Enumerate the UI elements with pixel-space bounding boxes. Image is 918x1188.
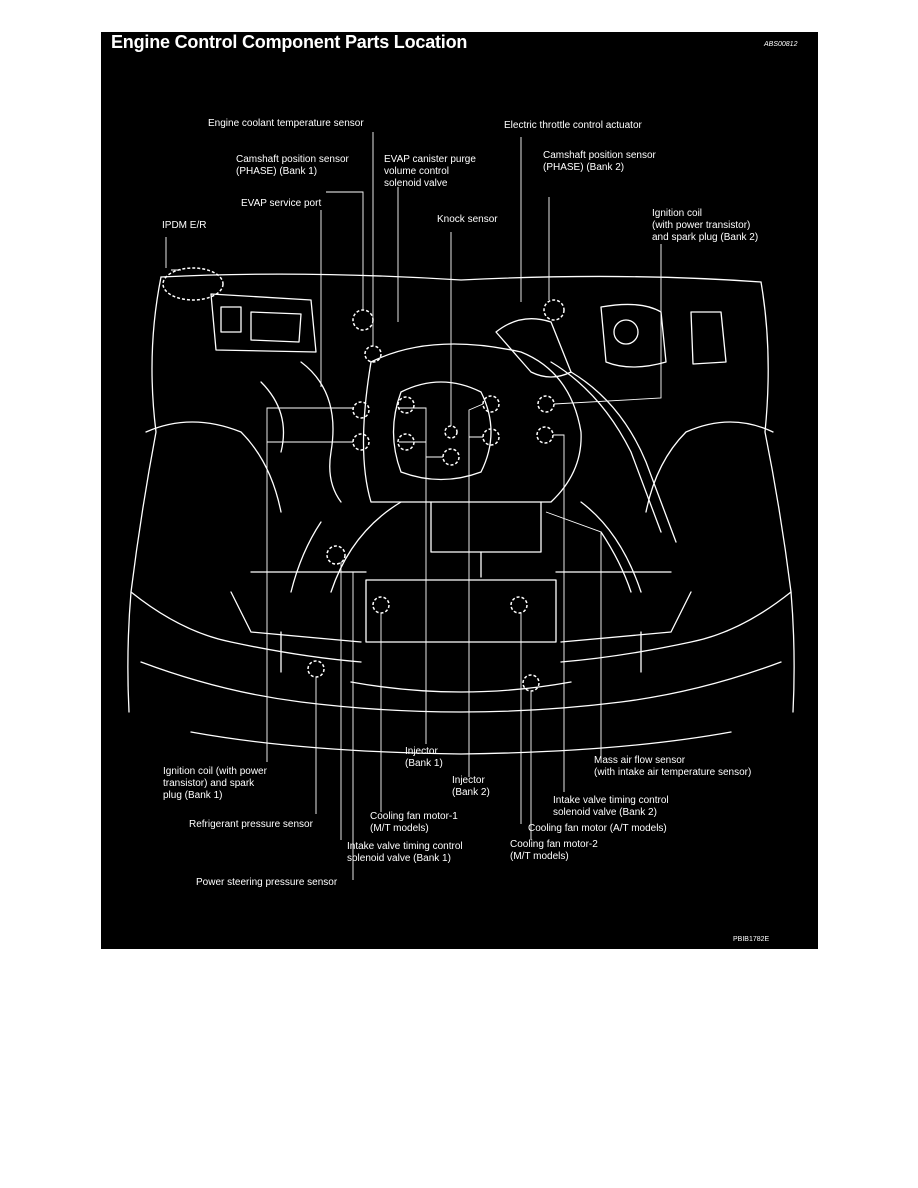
ps-locator	[326, 545, 346, 565]
ign2-locator	[537, 395, 555, 413]
page-title: Engine Control Component Parts Location	[111, 32, 468, 52]
hood-outline	[160, 273, 762, 283]
right-fender	[760, 281, 795, 713]
label-injector-bank2: Injector(Bank 2)	[452, 775, 490, 798]
label-refrigerant-pressure-sensor: Refrigerant pressure sensor	[189, 819, 313, 830]
label-ignition-coil-bank2: Ignition coil(with power transistor)and …	[652, 208, 759, 243]
label-evap-service-port: EVAP service port	[241, 198, 322, 209]
label-cooling-fan-motor-1: Cooling fan motor-1(M/T models)	[370, 811, 458, 834]
radiator	[365, 579, 557, 643]
label-mass-air-flow-sensor: Mass air flow sensor(with intake air tem…	[594, 755, 752, 778]
figure-code-bottom: PBIB1782E	[733, 936, 770, 943]
label-camshaft-position-sensor-bank1: Camshaft position sensor(PHASE) (Bank 1)	[236, 154, 349, 177]
label-electric-throttle-control-actuator: Electric throttle control actuator	[504, 120, 642, 131]
label-knock-sensor: Knock sensor	[437, 214, 498, 225]
label-power-steering-pressure-sensor: Power steering pressure sensor	[196, 877, 338, 888]
label-ipdm-er: IPDM E/R	[162, 220, 207, 231]
ect-locator	[364, 345, 382, 363]
label-engine-coolant-temperature-sensor: Engine coolant temperature sensor	[208, 118, 364, 129]
fan1-locator	[372, 596, 390, 614]
cmp1-locator	[352, 309, 374, 331]
ivt2-locator	[536, 426, 554, 444]
label-cooling-fan-motor-at: Cooling fan motor (A/T models)	[528, 823, 667, 834]
label-cooling-fan-motor-2: Cooling fan motor-2(M/T models)	[510, 839, 598, 862]
left-fender	[127, 276, 162, 713]
fan2-locator	[510, 596, 528, 614]
cmp2-locator	[543, 299, 565, 321]
label-camshaft-position-sensor-bank2: Camshaft position sensor(PHASE) (Bank 2)	[543, 150, 656, 173]
engine-bay-drawing	[127, 132, 795, 880]
diagram-panel: Engine Control Component Parts Location …	[101, 32, 818, 949]
figure-code-top: ABS00812	[764, 41, 798, 48]
label-injector-bank1: Injector(Bank 1)	[405, 746, 443, 769]
knock-locator	[444, 425, 458, 439]
refr-locator	[307, 660, 325, 678]
engine-block	[362, 343, 582, 503]
ipdm-locator	[162, 267, 224, 301]
